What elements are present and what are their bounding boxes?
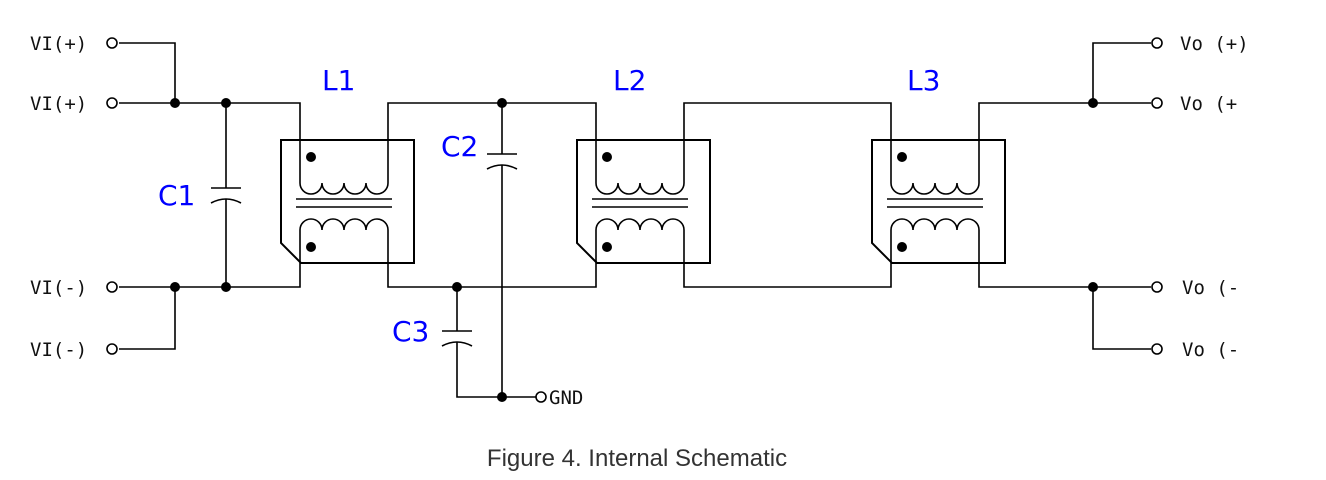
label-l2: L2 <box>613 64 646 97</box>
terminal-gnd: GND <box>549 387 583 409</box>
terminal-vi-minus-2: VI(-) <box>30 339 87 361</box>
label-c2: C2 <box>441 130 478 163</box>
terminal-vo-plus-2: Vo (+ <box>1180 93 1237 115</box>
stage-1-2-wiring <box>387 98 597 292</box>
terminal-vo-minus-2: Vo (- <box>1182 339 1239 361</box>
figure-caption: Figure 4. Internal Schematic <box>487 445 787 472</box>
capacitor-c2 <box>486 103 518 397</box>
inductor-l2 <box>576 139 711 264</box>
terminal-vo-minus-1: Vo (- <box>1182 277 1239 299</box>
input-wiring <box>119 42 301 350</box>
inductor-l3 <box>871 139 1006 264</box>
label-c3: C3 <box>392 315 429 348</box>
input-pins <box>106 37 118 355</box>
stage-2-3-wiring <box>683 102 892 288</box>
capacitor-c1 <box>210 103 242 287</box>
terminal-vo-plus-1: Vo (+) <box>1180 33 1249 55</box>
terminal-vi-plus-2: VI(+) <box>30 93 87 115</box>
label-l3: L3 <box>907 64 940 97</box>
label-l1: L1 <box>322 64 355 97</box>
label-c1: C1 <box>158 179 195 212</box>
inductor-l1 <box>280 139 415 264</box>
terminal-vi-minus-1: VI(-) <box>30 277 87 299</box>
terminal-vi-plus-1: VI(+) <box>30 33 87 55</box>
output-wiring <box>535 37 1163 403</box>
capacitor-c3 <box>441 287 536 402</box>
